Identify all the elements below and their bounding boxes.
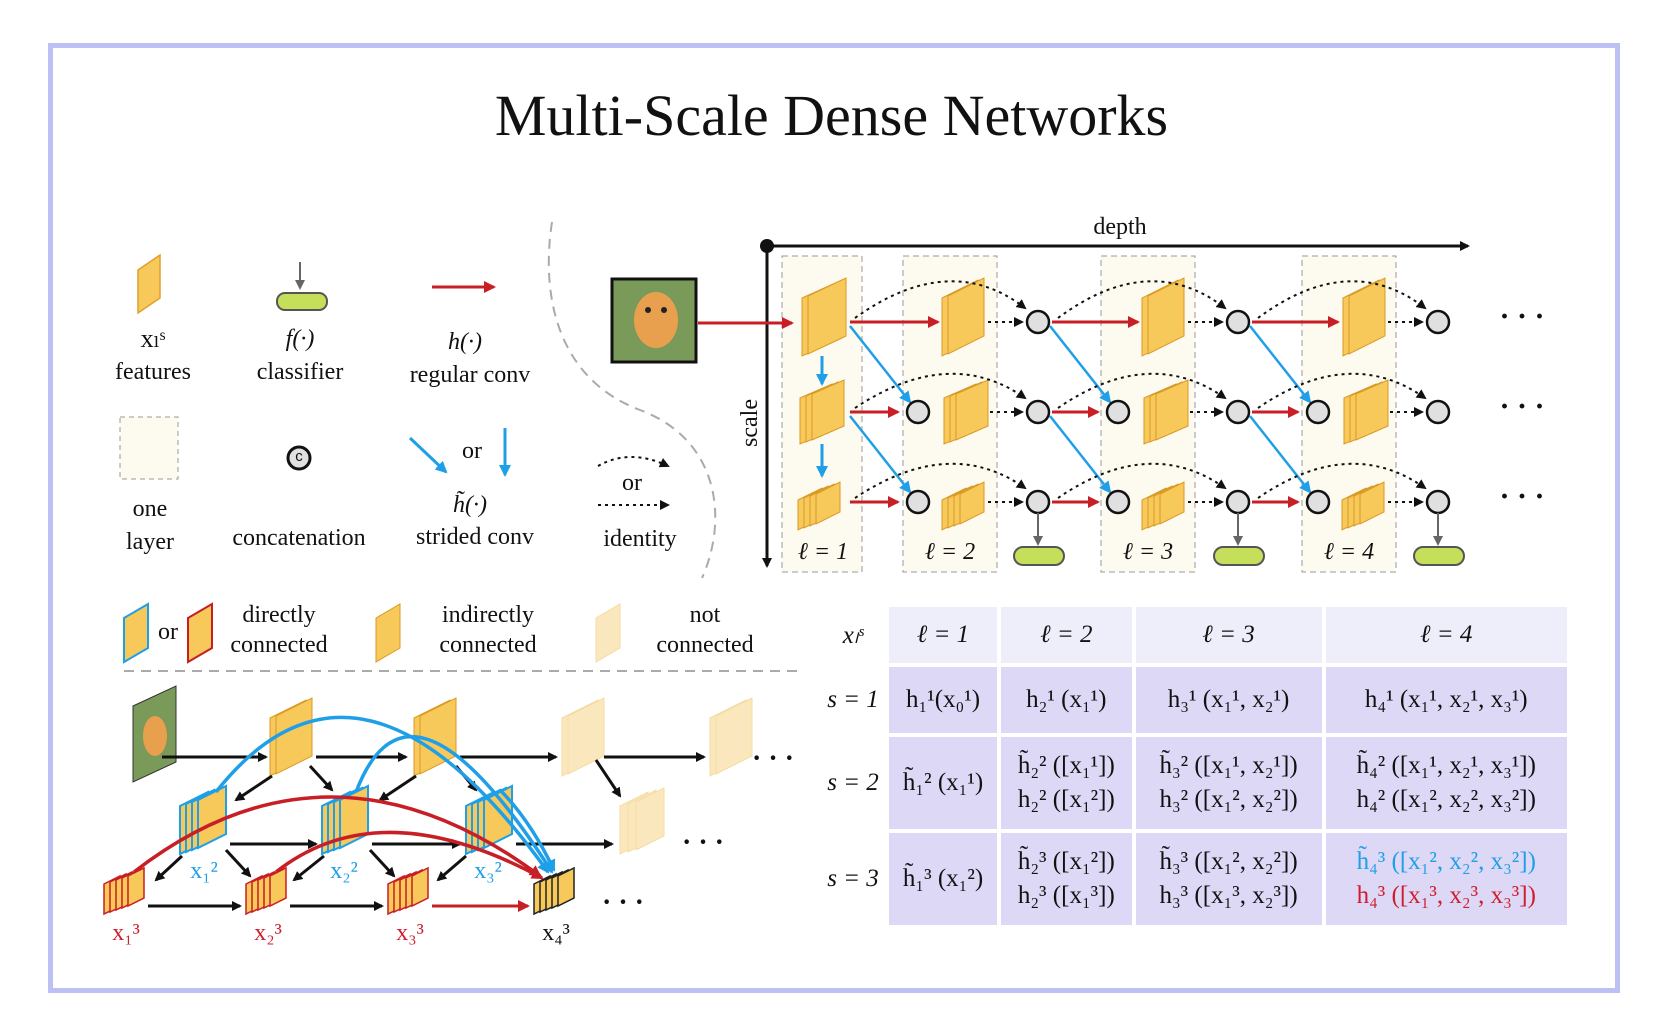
cell-line: h̃₄² ([x₁¹, x₂¹, x₃¹]): [1356, 752, 1536, 779]
label-x4-3: x₄³: [542, 920, 570, 946]
row1-ellipsis: · · ·: [1499, 300, 1545, 333]
cell-line: h̃₃² ([x₁¹, x₂¹]): [1159, 752, 1298, 779]
network-diagram: [610, 239, 1470, 573]
table-cell: h̃₄² ([x₁¹, x₂¹, x₃¹]) h₄² ([x₁², x₂², x₃…: [1325, 737, 1567, 829]
legend-concat-icon: [286, 445, 312, 471]
table-row: s = 1 h₁¹(x₀¹) h₂¹ (x₁¹) h₃¹ (x₁¹, x₂¹) …: [821, 667, 1567, 733]
table-header: ℓ = 3: [1135, 607, 1322, 663]
label-x3-3: x₃³: [396, 920, 424, 946]
table-header-row: xₗˢ ℓ = 1 ℓ = 2 ℓ = 3 ℓ = 4: [821, 607, 1567, 663]
layer-label-4: ℓ = 4: [1323, 539, 1375, 565]
row-label: s = 2: [821, 737, 885, 829]
scale3-ellipsis: · · ·: [601, 887, 644, 918]
cell-line: h̃₄³ ([x₁², x₂², x₃²]): [1356, 848, 1536, 875]
layer-label-3: ℓ = 3: [1122, 539, 1174, 565]
legend-identity-or: or: [622, 470, 642, 496]
legend-one-layer-label-1: one: [132, 496, 168, 522]
indirectly-label-1: indirectly: [442, 602, 534, 628]
legend-divider-curve: [547, 221, 717, 579]
scale-axis-label: scale: [737, 399, 763, 447]
cell-line: h₄³ ([x₁³, x₂³, x₃³]): [1356, 882, 1536, 909]
legend-identity-arrows: [597, 456, 670, 510]
legend-layer-box: [119, 416, 179, 480]
table-header: ℓ = 2: [1001, 607, 1132, 663]
directly-label-1: directly: [242, 602, 316, 628]
label-x1-2: x₁²: [190, 858, 218, 884]
scale2-ellipsis: · · ·: [681, 827, 724, 858]
table-cell: h₁¹(x₀¹): [889, 667, 998, 733]
table-row: s = 3 h̃₁³ (x₁²) h̃₂³ ([x₁²]) h₂³ ([x₁³])…: [821, 833, 1567, 925]
table-header: ℓ = 1: [889, 607, 998, 663]
legend-regular-conv-symbol: h(·): [448, 329, 482, 355]
page-title: Multi-Scale Dense Networks: [494, 83, 1169, 148]
classifier-1: [1013, 546, 1065, 566]
not-connected-label-1: not: [689, 602, 721, 628]
table-corner: xₗˢ: [821, 607, 885, 663]
legend-classifier-label: classifier: [256, 359, 344, 385]
layer-label-2: ℓ = 2: [924, 539, 976, 565]
table-cell: h̃₃³ ([x₁², x₂²]) h₃³ ([x₁³, x₂³]): [1135, 833, 1322, 925]
connection-legend: [123, 602, 621, 664]
classifier-2: [1213, 546, 1265, 566]
directly-label-2: connected: [230, 632, 328, 658]
legend-strided-arrows: [408, 428, 511, 477]
legend-identity-label: identity: [603, 526, 677, 552]
table-cell: h̃₂² ([x₁¹]) h₂² ([x₁²]): [1001, 737, 1132, 829]
layer-label-1: ℓ = 1: [797, 539, 849, 565]
cell-line: h̃₂³ ([x₁²]): [1017, 848, 1115, 875]
legend-strided-label: strided conv: [416, 524, 534, 550]
label-x2-3: x₂³: [254, 920, 282, 946]
table-cell: h̃₄³ ([x₁², x₂², x₃²]) h₄³ ([x₁³, x₂³, x₃…: [1325, 833, 1567, 925]
legend-regular-conv-label: regular conv: [409, 362, 531, 388]
row-label: s = 3: [821, 833, 885, 925]
connection-legend-or: or: [158, 619, 178, 645]
row3-ellipsis: · · ·: [1499, 480, 1545, 513]
table-cell: h̃₃² ([x₁¹, x₂¹]) h₃² ([x₁², x₂²]): [1135, 737, 1322, 829]
cell-line: h₂² ([x₁²]): [1017, 786, 1115, 813]
label-x3-2: x₃²: [474, 858, 502, 884]
indirectly-label-2: connected: [439, 632, 537, 658]
legend-concat-label: concatenation: [232, 525, 366, 551]
legend-feature-icon: [137, 253, 161, 315]
cell-line: h̃₃³ ([x₁², x₂²]): [1159, 848, 1298, 875]
table-row: s = 2 h̃₁² (x₁¹) h̃₂² ([x₁¹]) h₂² ([x₁²])…: [821, 737, 1567, 829]
table-cell: h₃¹ (x₁¹, x₂¹): [1135, 667, 1322, 733]
table-cell: h₄¹ (x₁¹, x₂¹, x₃¹): [1325, 667, 1567, 733]
scale1-ellipsis: · · ·: [751, 743, 794, 774]
cell-line: h₄² ([x₁², x₂², x₃²]): [1356, 786, 1536, 813]
legend-one-layer-label-2: layer: [126, 529, 174, 555]
not-connected-label-2: connected: [656, 632, 754, 658]
classifier-3: [1413, 546, 1465, 566]
legend-classifier-icon: [276, 262, 328, 311]
label-x2-2: x₂²: [330, 858, 358, 884]
row2-ellipsis: · · ·: [1499, 390, 1545, 423]
legend-features-symbol: xₗˢ: [140, 324, 166, 353]
layer-function-table: xₗˢ ℓ = 1 ℓ = 2 ℓ = 3 ℓ = 4 s = 1 h₁¹(x₀…: [817, 603, 1571, 929]
legend-features-label: features: [115, 359, 191, 385]
depth-axis-label: depth: [1093, 214, 1147, 240]
cell-line: h₃³ ([x₁³, x₂³]): [1159, 882, 1298, 909]
table-cell: h₂¹ (x₁¹): [1001, 667, 1132, 733]
row-label: s = 1: [821, 667, 885, 733]
table-cell: h̃₁² (x₁¹): [889, 737, 998, 829]
legend-classifier-symbol: f(·): [285, 326, 315, 352]
table-cell: h̃₂³ ([x₁²]) h₂³ ([x₁³]): [1001, 833, 1132, 925]
label-x1-3: x₁³: [112, 920, 140, 946]
cell-line: h₂³ ([x₁³]): [1017, 882, 1115, 909]
connection-diagram: [103, 685, 753, 916]
legend-strided-symbol: h̃(·): [453, 492, 487, 518]
table-cell: h̃₁³ (x₁²): [889, 833, 998, 925]
legend-concat-glyph: c: [295, 448, 303, 465]
cell-line: h̃₂² ([x₁¹]): [1017, 752, 1115, 779]
table-header: ℓ = 4: [1325, 607, 1567, 663]
cell-line: h₃² ([x₁², x₂²]): [1159, 786, 1298, 813]
legend-strided-or: or: [462, 438, 482, 464]
